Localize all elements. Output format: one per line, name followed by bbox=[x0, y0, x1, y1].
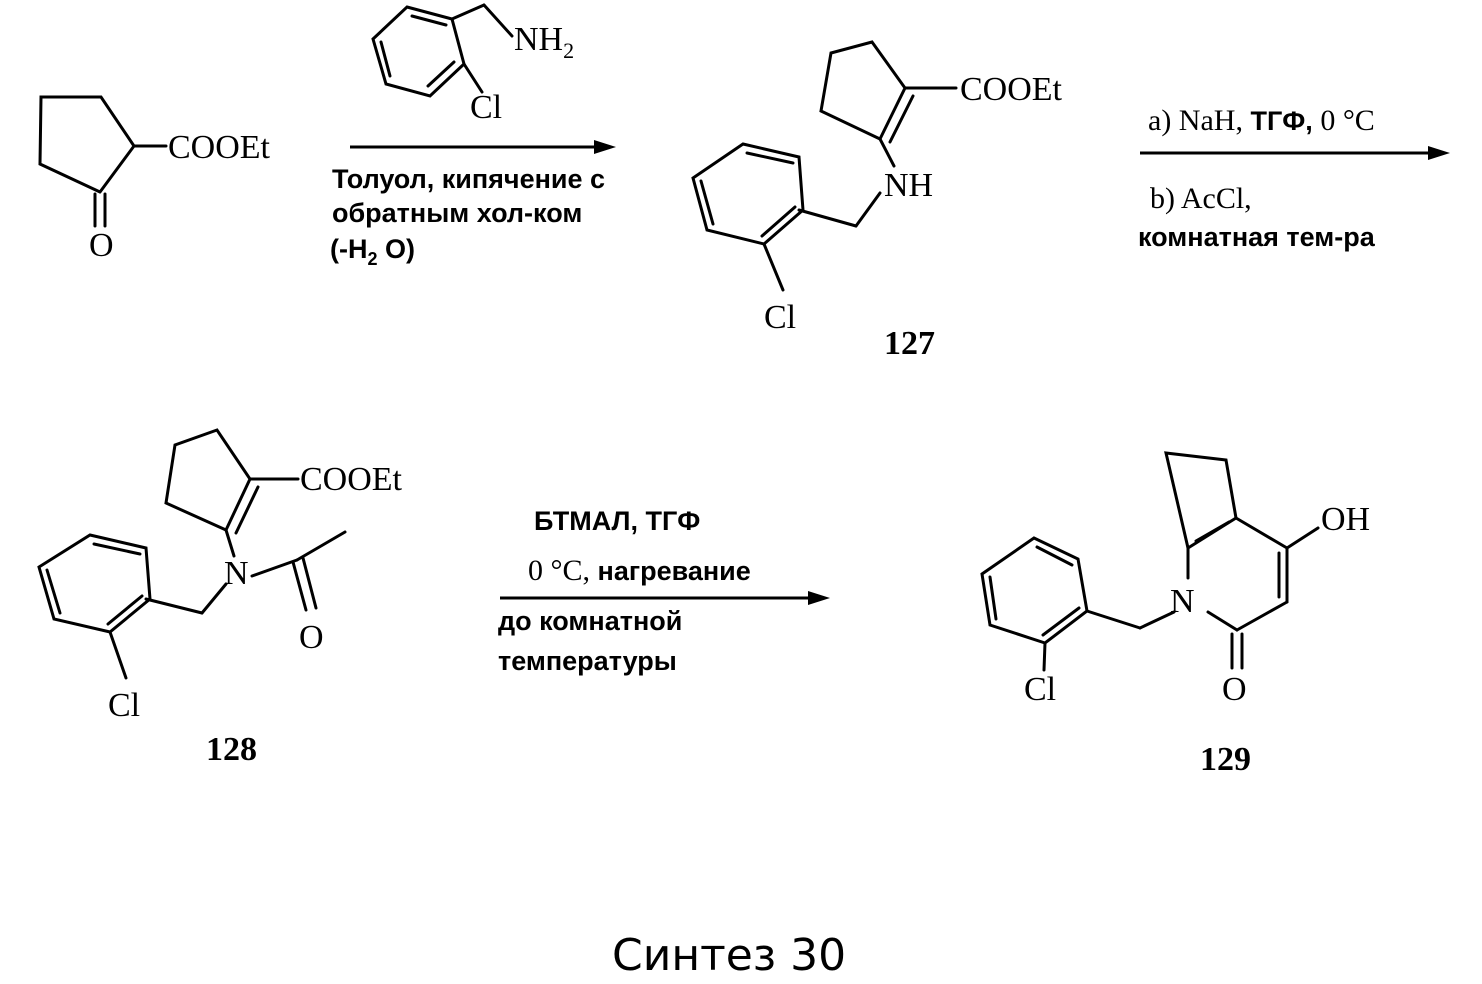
reagent-chloro-label: Cl bbox=[470, 89, 502, 126]
step3-heating: нагревание bbox=[590, 556, 751, 586]
step1-water-subscript: 2 bbox=[367, 249, 377, 269]
compound-127-structure: COOEt NH Cl 127 bbox=[693, 42, 1063, 362]
reactant-ester-label: COOEt bbox=[168, 129, 271, 166]
reagent-amine-subscript: 2 bbox=[563, 38, 574, 63]
compound-129-nitrogen-label: N bbox=[1170, 583, 1195, 620]
compound-127-bonds bbox=[693, 42, 956, 290]
reaction-arrow-2 bbox=[1140, 146, 1450, 160]
compound-129-carbonyl-oxygen: O bbox=[1222, 671, 1247, 708]
reagent-amine-nh: NH bbox=[514, 21, 563, 58]
scheme-caption: Синтез 30 bbox=[612, 930, 846, 981]
reactant-bonds bbox=[40, 97, 166, 226]
compound-129-number: 129 bbox=[1200, 741, 1251, 778]
compound-127-ester-label: COOEt bbox=[960, 71, 1063, 108]
step1-condition-line1: Толуол, кипячение с bbox=[332, 164, 605, 194]
step3-temperature: 0 °C, bbox=[528, 554, 590, 587]
compound-127-amine-label: NH bbox=[884, 167, 933, 204]
reactant-structure: COOEt O bbox=[40, 97, 271, 264]
step2-condition-b-line1: b) AcCl, bbox=[1150, 182, 1252, 215]
step1-water-suffix: O) bbox=[378, 234, 416, 264]
step2-a-temperature: 0 °C bbox=[1313, 104, 1375, 137]
reagent-amine-structure: NH2 Cl bbox=[373, 5, 574, 126]
step3-condition-line3: до комнатной bbox=[498, 606, 682, 636]
compound-127-number: 127 bbox=[884, 325, 935, 362]
step3-condition-line1: БТМАЛ, ТГФ bbox=[534, 506, 700, 536]
reactant-keto-oxygen: O bbox=[89, 227, 114, 264]
compound-128-number: 128 bbox=[206, 731, 257, 768]
step1-condition-line2: обратным хол-ком bbox=[332, 198, 582, 228]
step3-condition-line2: 0 °C, нагревание bbox=[528, 554, 751, 587]
compound-128-nitrogen-label: N bbox=[224, 555, 249, 592]
step2-a-solvent: ТГФ, bbox=[1250, 106, 1312, 136]
step3-condition-line4: температуры bbox=[498, 646, 677, 676]
compound-128-ester-label: COOEt bbox=[300, 461, 403, 498]
compound-128-structure: COOEt N O Cl 128 bbox=[39, 430, 403, 768]
step2-condition-a: a) NaH, ТГФ, 0 °C bbox=[1148, 104, 1375, 137]
compound-129-bonds bbox=[982, 453, 1318, 670]
reaction-arrow-1 bbox=[350, 140, 616, 154]
reaction-arrow-3 bbox=[500, 591, 830, 605]
compound-128-chloro-label: Cl bbox=[108, 687, 140, 724]
compound-129-hydroxy-label: OH bbox=[1321, 501, 1370, 538]
reagent-amine-bonds bbox=[373, 5, 512, 96]
compound-129-structure: OH N O Cl 129 bbox=[982, 453, 1370, 778]
step1-water-prefix: (-H bbox=[330, 234, 367, 264]
step1-condition-line3: (-H2 O) bbox=[330, 234, 415, 269]
step2-condition-b-line2: комнатная тем-ра bbox=[1138, 222, 1376, 252]
compound-128-carbonyl-oxygen: O bbox=[299, 619, 324, 656]
step2-a-reagent: a) NaH, bbox=[1148, 104, 1250, 137]
reagent-amine-group: NH2 bbox=[514, 21, 574, 63]
compound-127-chloro-label: Cl bbox=[764, 299, 796, 336]
compound-129-chloro-label: Cl bbox=[1024, 671, 1056, 708]
